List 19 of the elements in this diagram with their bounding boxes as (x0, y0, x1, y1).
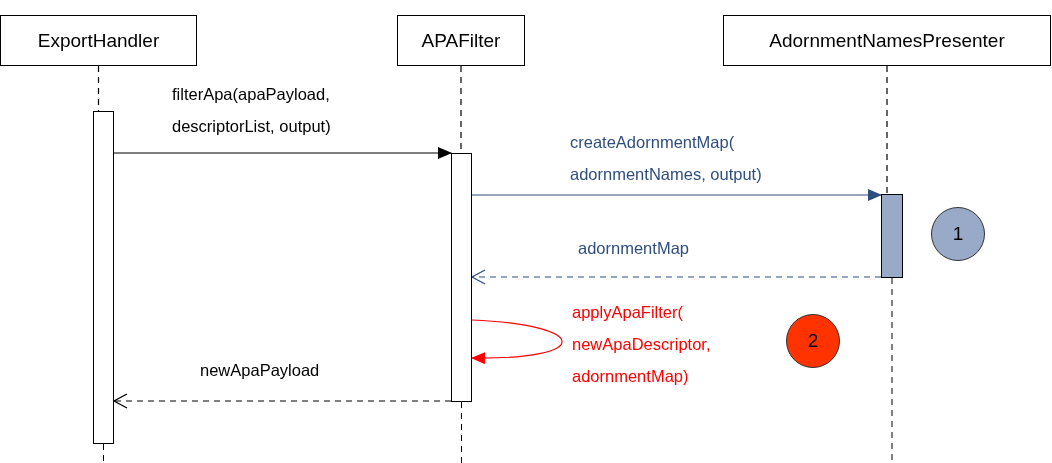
participant-box: ExportHandler (0, 15, 197, 66)
message-arrow (113, 393, 452, 409)
activation-bar (451, 153, 472, 402)
message-label: createAdornmentMap( adornmentNames, output) (570, 132, 763, 185)
participant-box: AdornmentNamesPresenter (723, 15, 1051, 66)
message-arrow (113, 147, 452, 159)
message-label: applyApaFilter( newApaDescriptor, adornmentMap) (572, 302, 712, 387)
lifeline (886, 65, 888, 195)
message-label: filterApa(apaPayload, descriptorList, output) (172, 84, 332, 137)
message-arrow (471, 189, 882, 201)
step-circle: 1 (931, 207, 985, 261)
message-label: newApaPayload (200, 360, 321, 381)
message-label: adornmentMap (578, 238, 690, 259)
participant-box: APAFilter (397, 15, 525, 66)
message-arrow (471, 269, 882, 285)
message-arrow (471, 319, 563, 364)
step-circle: 2 (786, 314, 840, 368)
activation-bar (881, 194, 903, 278)
activation-bar (93, 111, 114, 444)
